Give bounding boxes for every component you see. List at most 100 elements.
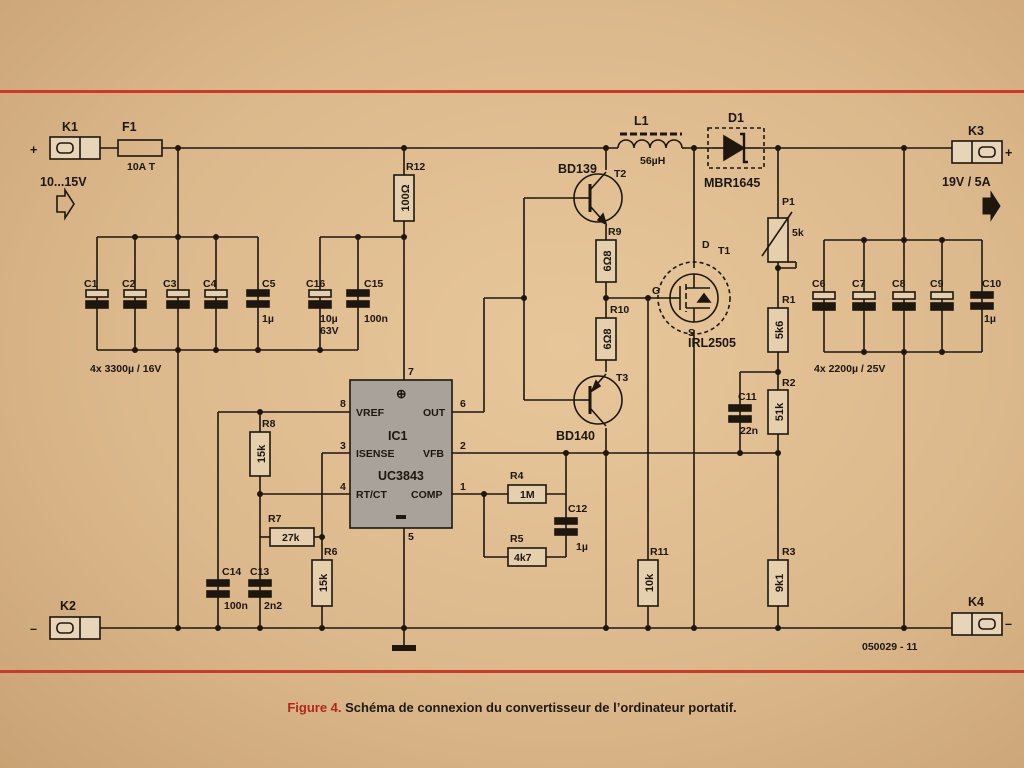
ground-icon	[392, 645, 416, 651]
resistor-r5	[507, 547, 547, 567]
diode-d1	[707, 127, 765, 169]
inductor-l1	[617, 132, 686, 149]
r11-label: R11	[650, 546, 669, 558]
resistor-r12	[393, 174, 415, 222]
r4-label: R4	[510, 470, 524, 482]
resistor-r4	[507, 484, 547, 504]
mosfet-label: T1	[718, 245, 730, 257]
capacitor-c8	[892, 291, 916, 311]
c7-label: C7	[852, 278, 866, 290]
t2-value: BD139	[558, 162, 597, 176]
k4-label: K4	[968, 595, 984, 609]
c11-value: 22n	[740, 425, 758, 437]
capacitor-c15	[346, 289, 370, 308]
k3-sign: +	[1005, 146, 1012, 160]
pin-num-6: 6	[460, 398, 466, 410]
r2-label: R2	[782, 377, 796, 389]
diode-value: MBR1645	[704, 176, 760, 190]
top-rule	[0, 90, 1024, 93]
fuse-value: 10A T	[127, 161, 156, 173]
terminal-k1	[49, 136, 101, 160]
c10-label: C10	[982, 278, 1001, 290]
r7-label: R7	[268, 513, 282, 525]
terminal-k3	[951, 140, 1003, 164]
pin-vref: VREF	[356, 407, 385, 419]
k2-sign: –	[30, 622, 37, 636]
inductor-value: 56µH	[640, 155, 665, 167]
r10-label: R10	[610, 304, 629, 316]
mosfet-t1	[657, 261, 731, 335]
resistor-r1	[767, 307, 789, 353]
c8-label: C8	[892, 278, 906, 290]
t3-label: T3	[616, 372, 628, 384]
k3-voltage: 19V / 5A	[942, 175, 991, 189]
r5-value: 4k7	[514, 552, 532, 564]
pin-num-7: 7	[408, 366, 414, 378]
bottom-rule	[0, 670, 1024, 673]
capacitor-c10	[970, 291, 994, 310]
r6-label: R6	[324, 546, 338, 558]
transistor-t2	[573, 171, 623, 226]
pin-vfb: VFB	[423, 448, 444, 460]
c13-value: 2n2	[264, 600, 282, 612]
p1-label: P1	[782, 196, 795, 208]
ic-uc3843	[349, 379, 453, 529]
c14-label: C14	[222, 566, 241, 578]
k3-label: K3	[968, 124, 984, 138]
ic-name: IC1	[388, 429, 408, 443]
capacitor-c13	[248, 579, 272, 598]
transistor-t3	[573, 373, 623, 427]
resistor-r7	[269, 527, 315, 547]
potentiometer-p1	[767, 217, 789, 263]
resistor-r10	[595, 317, 617, 361]
capacitor-c12	[554, 517, 578, 536]
r7-value: 27k	[282, 532, 300, 544]
c5-value: 1µ	[262, 313, 274, 325]
pin-isense: ISENSE	[356, 448, 395, 460]
c15-label: C15	[364, 278, 383, 290]
resistor-r2	[767, 389, 789, 435]
r11-value: 10k	[644, 573, 656, 592]
c10-value: 1µ	[984, 313, 996, 325]
pin-num-8: 8	[340, 398, 346, 410]
capacitor-c3	[166, 289, 190, 309]
c16-value2: 63V	[320, 325, 339, 337]
c9-label: C9	[930, 278, 944, 290]
pin-out: OUT	[423, 407, 446, 419]
capacitor-c9	[930, 291, 954, 311]
r1-value: 5k6	[774, 321, 786, 339]
capacitor-c2	[123, 289, 147, 309]
c12-label: C12	[568, 503, 587, 515]
t3-value: BD140	[556, 429, 595, 443]
output-arrow-icon	[982, 190, 1001, 222]
r9-label: R9	[608, 226, 622, 238]
p1-value: 5k	[792, 227, 804, 239]
mosfet-value: IRL2505	[688, 336, 736, 350]
k4-sign: –	[1005, 617, 1012, 631]
resistor-r9	[595, 239, 617, 283]
r3-label: R3	[782, 546, 796, 558]
resistor-r6	[311, 559, 333, 607]
r12-value: 100Ω	[400, 184, 412, 211]
c16-label: C16	[306, 278, 325, 290]
pin-num-4: 4	[340, 481, 346, 493]
r3-value: 9k1	[774, 574, 786, 592]
capacitor-c7	[852, 291, 876, 311]
capacitor-c5	[246, 289, 270, 308]
t2-label: T2	[614, 168, 626, 180]
resistor-r8	[249, 431, 271, 477]
capacitor-c4	[204, 289, 228, 309]
r8-value: 15k	[256, 444, 268, 463]
output-caps-note: 4x 2200µ / 25V	[814, 363, 885, 375]
ic-value: UC3843	[378, 469, 424, 483]
r9-value: 6Ω8	[602, 250, 614, 271]
c3-label: C3	[163, 278, 177, 290]
c2-label: C2	[122, 278, 136, 290]
input-caps-note: 4x 3300µ / 16V	[90, 363, 161, 375]
inductor-label: L1	[634, 114, 649, 128]
pin-comp: COMP	[411, 489, 443, 501]
r1-label: R1	[782, 294, 796, 306]
c1-label: C1	[84, 278, 98, 290]
